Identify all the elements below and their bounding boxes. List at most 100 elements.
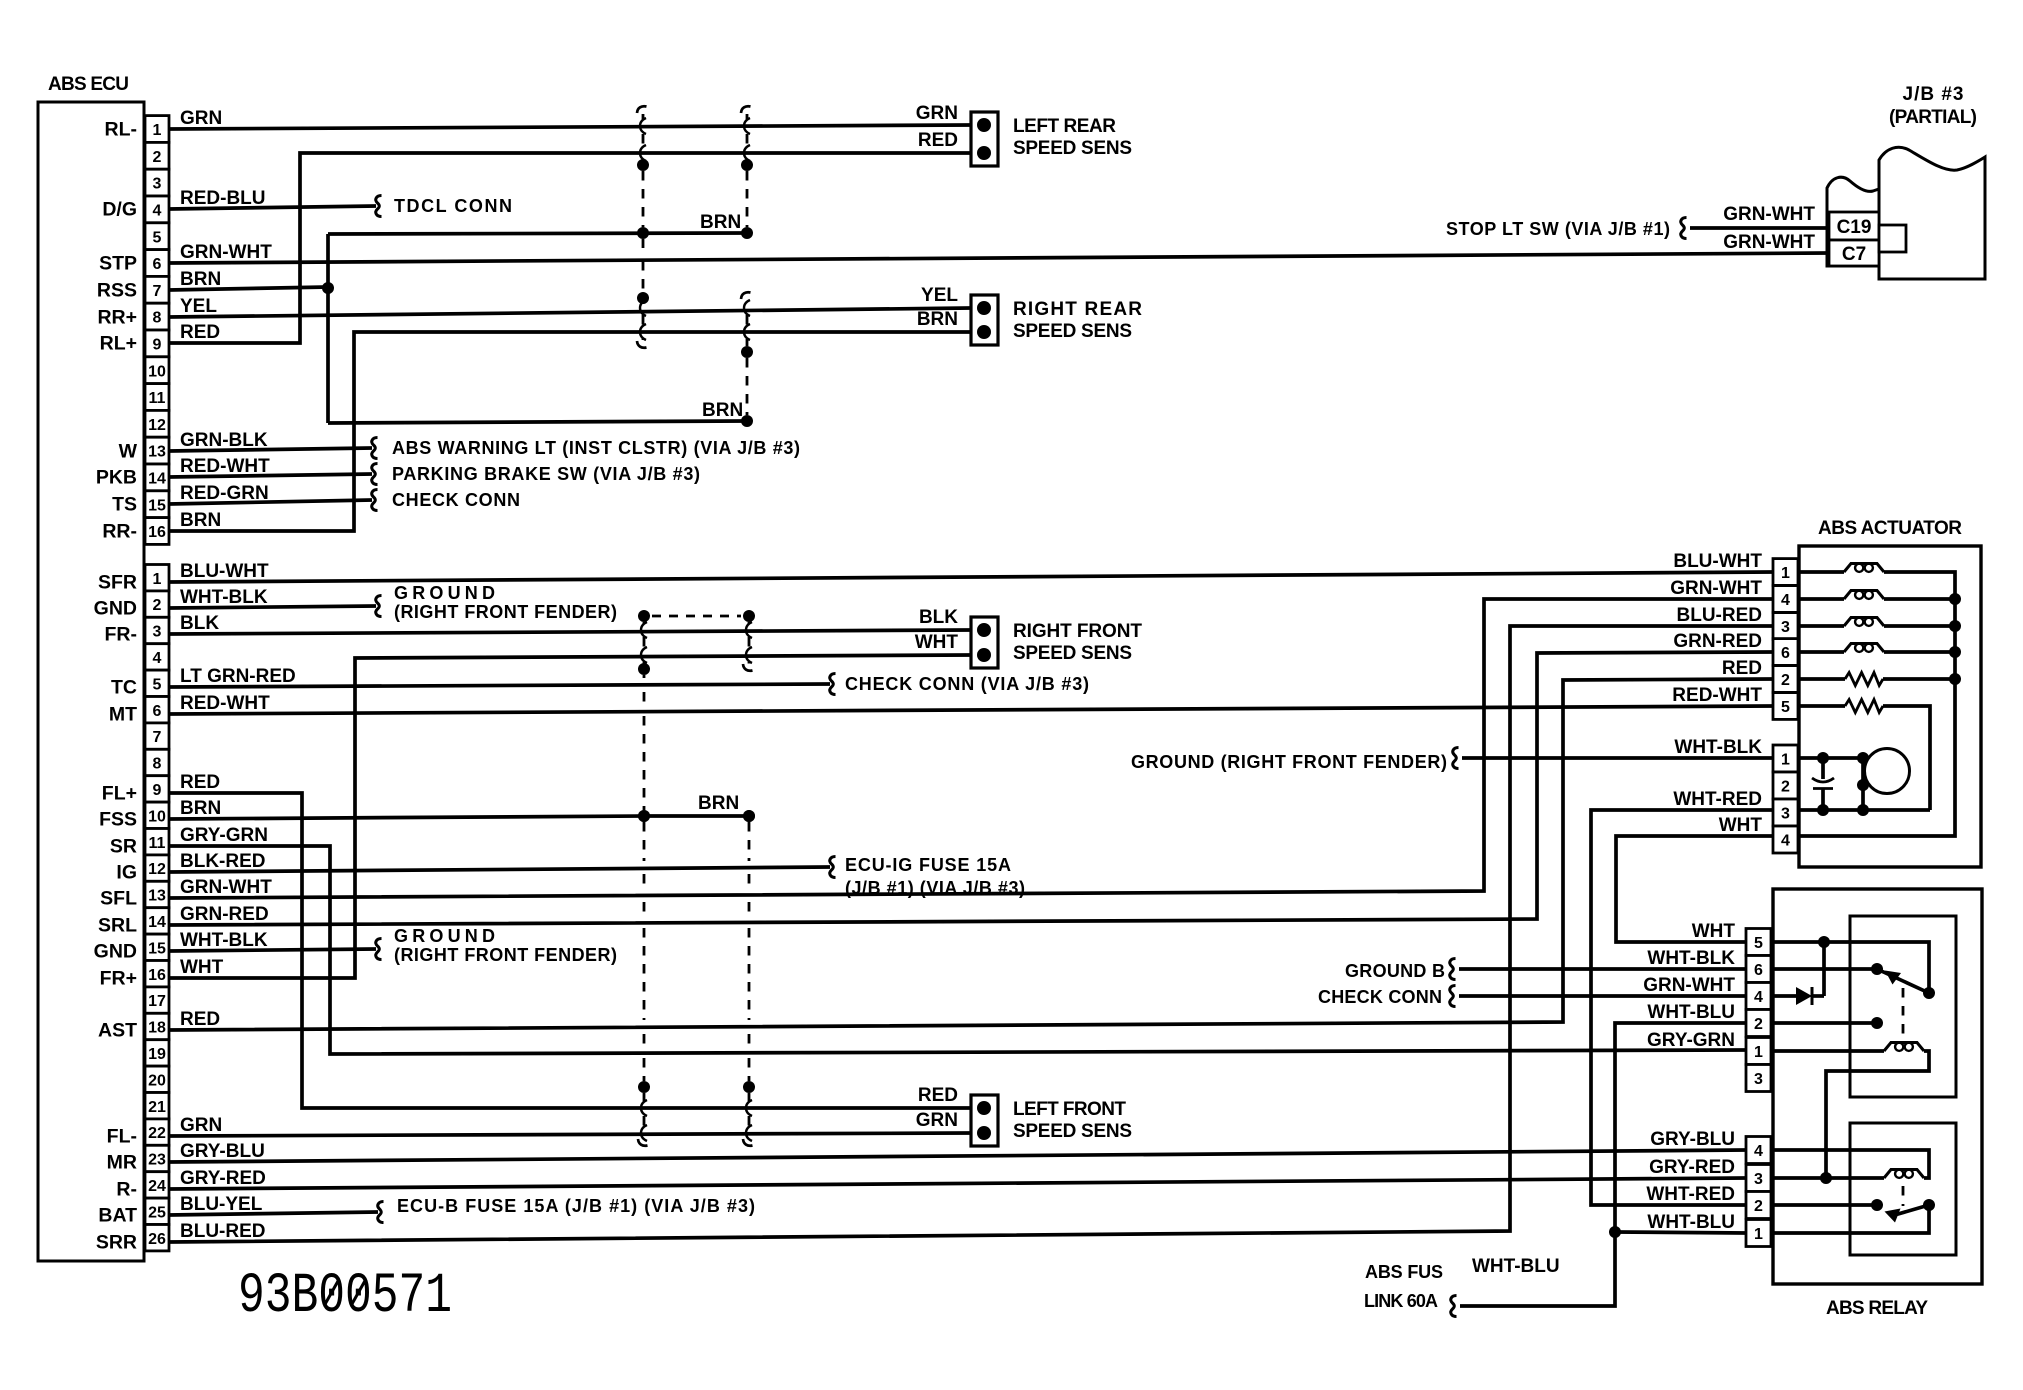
svg-text:BAT: BAT (98, 1205, 137, 1227)
svg-text:13: 13 (148, 888, 166, 905)
svg-text:RR+: RR+ (97, 307, 137, 329)
svg-text:PKB: PKB (96, 467, 137, 489)
svg-text:GRN: GRN (180, 1115, 222, 1136)
svg-text:GROUND (RIGHT FRONT FENDER): GROUND (RIGHT FRONT FENDER) (1131, 752, 1447, 772)
svg-text:4: 4 (1781, 592, 1790, 609)
svg-text:STP: STP (99, 253, 137, 275)
svg-text:WHT-BLK: WHT-BLK (180, 930, 268, 951)
svg-text:(PARTIAL): (PARTIAL) (1889, 107, 1977, 128)
svg-text:BLU-RED: BLU-RED (180, 1221, 266, 1242)
svg-text:8: 8 (153, 756, 162, 773)
svg-text:STOP LT SW (VIA J/B #1): STOP LT SW (VIA J/B #1) (1446, 219, 1670, 239)
svg-text:LINK 60A: LINK 60A (1364, 1291, 1438, 1311)
svg-text:1: 1 (1781, 751, 1790, 768)
svg-text:BRN: BRN (702, 400, 743, 421)
svg-text:BLU-WHT: BLU-WHT (1673, 551, 1762, 572)
svg-text:7: 7 (153, 729, 162, 746)
svg-text:GRN-RED: GRN-RED (180, 904, 269, 925)
svg-text:ECU-IG FUSE 15A: ECU-IG FUSE 15A (845, 855, 1011, 875)
svg-text:1: 1 (1754, 1226, 1763, 1243)
svg-text:BRN: BRN (917, 309, 958, 330)
svg-text:CHECK CONN: CHECK CONN (392, 490, 520, 510)
svg-text:GRN: GRN (916, 1110, 958, 1131)
svg-text:4: 4 (1754, 989, 1763, 1006)
svg-text:CHECK CONN: CHECK CONN (1318, 987, 1442, 1007)
svg-text:7: 7 (153, 283, 162, 300)
svg-text:93B00571: 93B00571 (238, 1265, 452, 1329)
svg-text:GRN-BLK: GRN-BLK (180, 430, 268, 451)
svg-text:WHT-BLK: WHT-BLK (1674, 737, 1762, 758)
svg-text:6: 6 (1781, 645, 1790, 662)
svg-text:FL-: FL- (107, 1126, 137, 1148)
svg-text:GRY-GRN: GRY-GRN (180, 825, 268, 846)
svg-text:LT GRN-RED: LT GRN-RED (180, 666, 296, 687)
svg-text:GRN-WHT: GRN-WHT (1723, 232, 1815, 253)
svg-text:ABS RELAY: ABS RELAY (1826, 1298, 1928, 1319)
svg-text:SPEED SENS: SPEED SENS (1013, 321, 1132, 342)
svg-text:GROUND B: GROUND B (1345, 961, 1445, 981)
svg-text:GRN-WHT: GRN-WHT (180, 877, 272, 898)
svg-text:RR-: RR- (102, 521, 137, 543)
svg-text:GRN-WHT: GRN-WHT (1643, 975, 1735, 996)
svg-text:GRN-RED: GRN-RED (1673, 631, 1762, 652)
svg-text:CHECK CONN (VIA J/B #3): CHECK CONN (VIA J/B #3) (845, 674, 1089, 694)
svg-text:12: 12 (148, 861, 166, 878)
svg-text:BLK: BLK (180, 613, 219, 634)
svg-text:(RIGHT FRONT FENDER): (RIGHT FRONT FENDER) (394, 945, 617, 965)
svg-text:WHT-BLU: WHT-BLU (1647, 1212, 1735, 1233)
svg-text:4: 4 (1781, 832, 1790, 849)
svg-text:SFL: SFL (100, 888, 137, 910)
svg-text:18: 18 (148, 1020, 166, 1037)
svg-text:19: 19 (148, 1046, 166, 1063)
svg-text:RL+: RL+ (100, 333, 137, 355)
svg-text:1: 1 (1754, 1044, 1763, 1061)
svg-text:3: 3 (153, 176, 162, 193)
svg-text:FR+: FR+ (100, 968, 137, 990)
svg-text:BLK-RED: BLK-RED (180, 851, 266, 872)
svg-text:PARKING BRAKE SW (VIA J/B #3): PARKING BRAKE SW (VIA J/B #3) (392, 464, 700, 484)
svg-text:5: 5 (1754, 935, 1763, 952)
svg-text:SRR: SRR (96, 1232, 137, 1254)
svg-text:BLK: BLK (919, 607, 958, 628)
svg-text:9: 9 (153, 337, 162, 354)
svg-text:13: 13 (148, 444, 166, 461)
svg-text:1: 1 (1781, 565, 1790, 582)
svg-text:LEFT FRONT: LEFT FRONT (1013, 1099, 1126, 1120)
svg-text:5: 5 (153, 229, 162, 246)
svg-text:D/G: D/G (102, 199, 137, 221)
svg-text:SPEED SENS: SPEED SENS (1013, 643, 1132, 664)
svg-text:3: 3 (1781, 805, 1790, 822)
svg-text:GRN-WHT: GRN-WHT (180, 242, 272, 263)
svg-text:16: 16 (148, 967, 166, 984)
svg-text:2: 2 (1754, 1016, 1763, 1033)
svg-text:GRY-GRN: GRY-GRN (1647, 1030, 1735, 1051)
svg-text:IG: IG (116, 862, 137, 884)
svg-text:6: 6 (1754, 962, 1763, 979)
svg-text:5: 5 (1781, 699, 1790, 716)
svg-text:BRN: BRN (180, 510, 221, 531)
svg-text:FSS: FSS (99, 809, 137, 831)
svg-text:ABS FUS: ABS FUS (1365, 1262, 1443, 1282)
svg-text:RL-: RL- (105, 119, 138, 141)
svg-text:6: 6 (153, 703, 162, 720)
svg-text:14: 14 (148, 914, 166, 931)
svg-text:GRY-BLU: GRY-BLU (180, 1141, 265, 1162)
svg-text:C19: C19 (1837, 217, 1872, 238)
svg-text:SPEED SENS: SPEED SENS (1013, 138, 1132, 159)
svg-text:15: 15 (148, 497, 166, 514)
svg-text:4: 4 (153, 650, 162, 667)
svg-text:WHT: WHT (180, 957, 224, 978)
svg-text:WHT-BLK: WHT-BLK (180, 587, 268, 608)
svg-text:W: W (119, 441, 138, 463)
svg-text:10: 10 (148, 808, 166, 825)
svg-text:SFR: SFR (98, 572, 137, 594)
svg-text:RED-BLU: RED-BLU (180, 188, 266, 209)
svg-text:AST: AST (98, 1020, 137, 1042)
svg-text:RED: RED (918, 1085, 958, 1106)
svg-text:4: 4 (1754, 1143, 1763, 1160)
svg-text:ABS ACTUATOR: ABS ACTUATOR (1818, 518, 1962, 539)
svg-text:ECU-B FUSE 15A (J/B #1) (VIA J: ECU-B FUSE 15A (J/B #1) (VIA J/B #3) (397, 1196, 755, 1216)
svg-text:GRN-WHT: GRN-WHT (1670, 578, 1762, 599)
svg-text:GRN: GRN (180, 108, 222, 129)
svg-text:26: 26 (148, 1231, 166, 1248)
